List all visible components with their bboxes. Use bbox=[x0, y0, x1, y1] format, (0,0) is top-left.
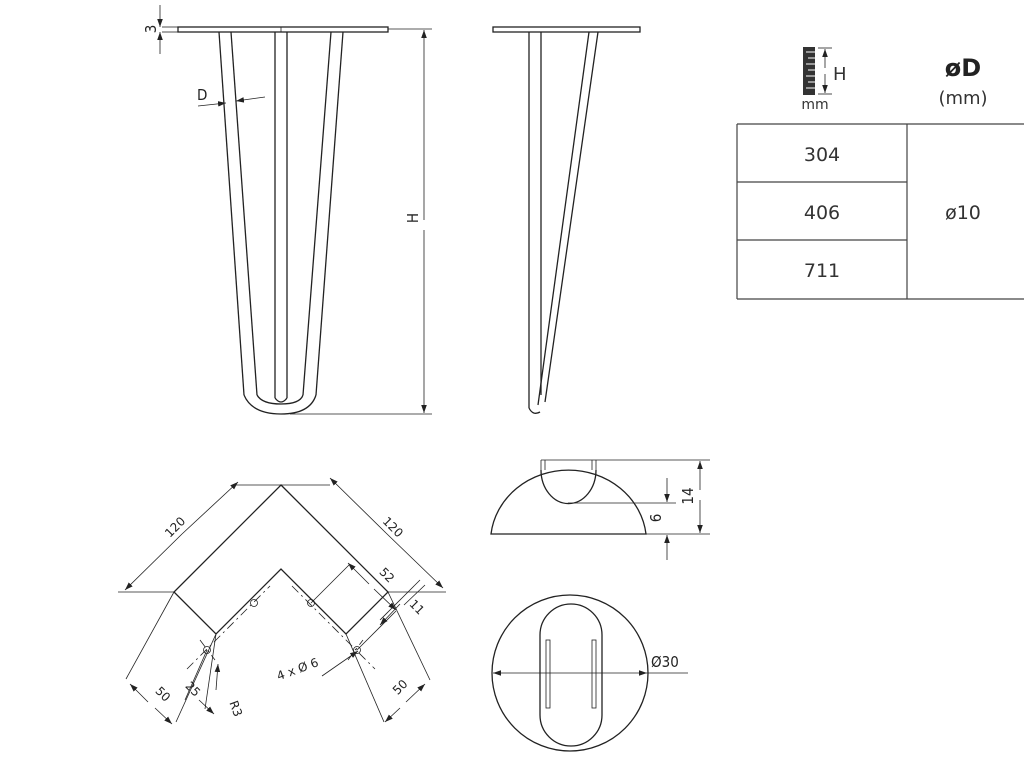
size-table: H mm øD (mm) 304 406 711 ø10 bbox=[736, 47, 1024, 300]
dim-width-right-label: 50 bbox=[390, 677, 411, 698]
diameter-unit-label: (mm) bbox=[938, 88, 987, 109]
dim-bracket-leg-2-label: 120 bbox=[380, 514, 406, 540]
dim-rod-diameter-label: D bbox=[197, 86, 207, 104]
dim-height-label: H bbox=[404, 213, 422, 223]
dim-foot-diameter: Ø30 bbox=[493, 653, 688, 676]
hole-2 bbox=[250, 599, 258, 607]
ruler-icon bbox=[803, 47, 832, 95]
dim-inner-offset: 25 bbox=[182, 633, 217, 715]
dim-radius: R3 bbox=[214, 663, 245, 719]
height-cell-3: 711 bbox=[804, 260, 840, 282]
dim-bracket-leg-1-label: 120 bbox=[162, 514, 188, 540]
height-cell-2: 406 bbox=[804, 202, 840, 224]
dim-inner-offset-label: 25 bbox=[182, 679, 203, 700]
dim-plate-thickness-label: 3 bbox=[142, 25, 160, 34]
height-header-label: H bbox=[833, 64, 847, 85]
dim-foot-height: 14 bbox=[596, 459, 710, 535]
diameter-header: øD (mm) bbox=[938, 54, 987, 109]
dim-bracket-leg-1: 120 bbox=[118, 481, 281, 593]
mounting-plate-front bbox=[177, 26, 389, 33]
diameter-cell: ø10 bbox=[945, 202, 981, 224]
dim-plate-thickness: 3 bbox=[142, 5, 178, 54]
diameter-header-label: øD bbox=[945, 54, 981, 82]
dim-hole-offset: 11 bbox=[379, 579, 427, 626]
dim-foot-groove-label: 6 bbox=[647, 514, 665, 523]
mounting-plate-side bbox=[492, 26, 641, 33]
foot-section-view bbox=[490, 459, 647, 535]
side-view-hairpin-leg bbox=[492, 26, 641, 414]
bracket-plan-view bbox=[173, 484, 389, 670]
dim-radius-label: R3 bbox=[226, 699, 245, 719]
height-header: H mm bbox=[801, 47, 847, 113]
dim-rod-diameter: D bbox=[197, 86, 266, 107]
dim-foot-groove: 6 bbox=[568, 478, 676, 560]
dim-width-left: 50 bbox=[125, 591, 217, 725]
height-unit-label: mm bbox=[801, 97, 828, 113]
dim-foot-diameter-label: Ø30 bbox=[651, 653, 679, 671]
hole-3 bbox=[307, 599, 315, 607]
dim-height: H bbox=[290, 28, 432, 415]
dim-bracket-leg-2: 120 bbox=[281, 477, 446, 593]
dim-hole-spacing: 52 bbox=[310, 562, 397, 651]
dim-holes-note: 4 x Ø 6 bbox=[275, 650, 359, 683]
dim-holes-note-label: 4 x Ø 6 bbox=[275, 655, 320, 683]
front-view-hairpin-leg bbox=[177, 26, 389, 415]
dim-foot-height-label: 14 bbox=[679, 487, 697, 504]
height-cell-1: 304 bbox=[804, 144, 840, 166]
dim-width-left-label: 50 bbox=[152, 684, 173, 705]
dim-hole-spacing-label: 52 bbox=[376, 565, 397, 586]
